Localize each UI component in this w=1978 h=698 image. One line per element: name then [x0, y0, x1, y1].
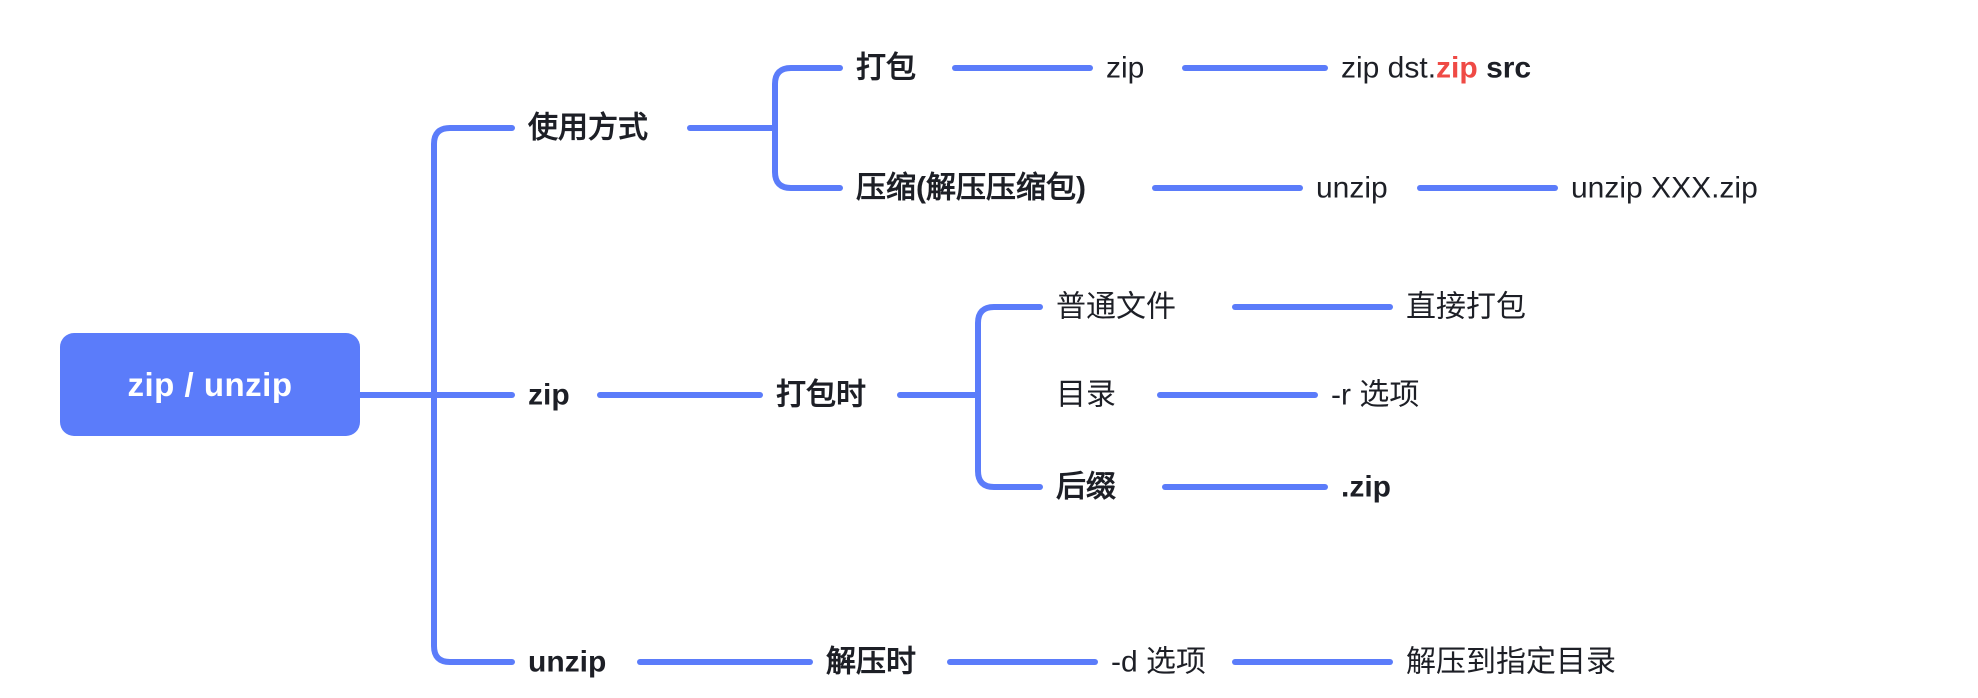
usage-pack-example-source: [1478, 51, 1486, 84]
node-usage-unpack[interactable]: 压缩(解压压缩包): [856, 171, 1086, 205]
usage-pack-example-prefix: zip dst.: [1341, 51, 1437, 85]
node-unzip-option[interactable]: -d 选项: [1111, 645, 1207, 679]
edge-main-spine: [431, 125, 515, 665]
usage-pack-example-extension: zip: [1436, 51, 1478, 85]
node-unzip-option-result[interactable]: 解压到指定目录: [1406, 645, 1616, 679]
node-unzip-when[interactable]: 解压时: [826, 645, 916, 679]
node-zip-when-pack[interactable]: 打包时: [776, 378, 866, 412]
node-usage-pack-command[interactable]: zip: [1106, 51, 1145, 85]
edge-when-subspine: [975, 304, 1043, 490]
node-zip-plain-file[interactable]: 普通文件: [1056, 290, 1176, 324]
node-zip-suffix[interactable]: 后缀: [1056, 470, 1116, 504]
node-usage-unpack-command[interactable]: unzip: [1316, 171, 1388, 205]
node-zip-directory-result[interactable]: -r 选项: [1331, 378, 1420, 412]
node-zip-plain-file-result[interactable]: 直接打包: [1406, 290, 1526, 324]
node-usage-unpack-example[interactable]: unzip XXX.zip: [1571, 171, 1758, 205]
root-node[interactable]: zip / unzip: [60, 333, 360, 436]
edge-usage-subspine: [772, 65, 843, 191]
node-unzip[interactable]: unzip: [528, 645, 607, 679]
node-usage[interactable]: 使用方式: [528, 111, 648, 145]
node-zip-directory[interactable]: 目录: [1056, 378, 1116, 412]
node-usage-pack-example[interactable]: zip dst.zip src: [1341, 52, 1531, 84]
node-zip-suffix-result[interactable]: .zip: [1341, 470, 1391, 504]
node-usage-pack[interactable]: 打包: [856, 51, 916, 85]
node-zip[interactable]: zip: [528, 378, 570, 412]
usage-pack-example-src: src: [1486, 51, 1532, 85]
